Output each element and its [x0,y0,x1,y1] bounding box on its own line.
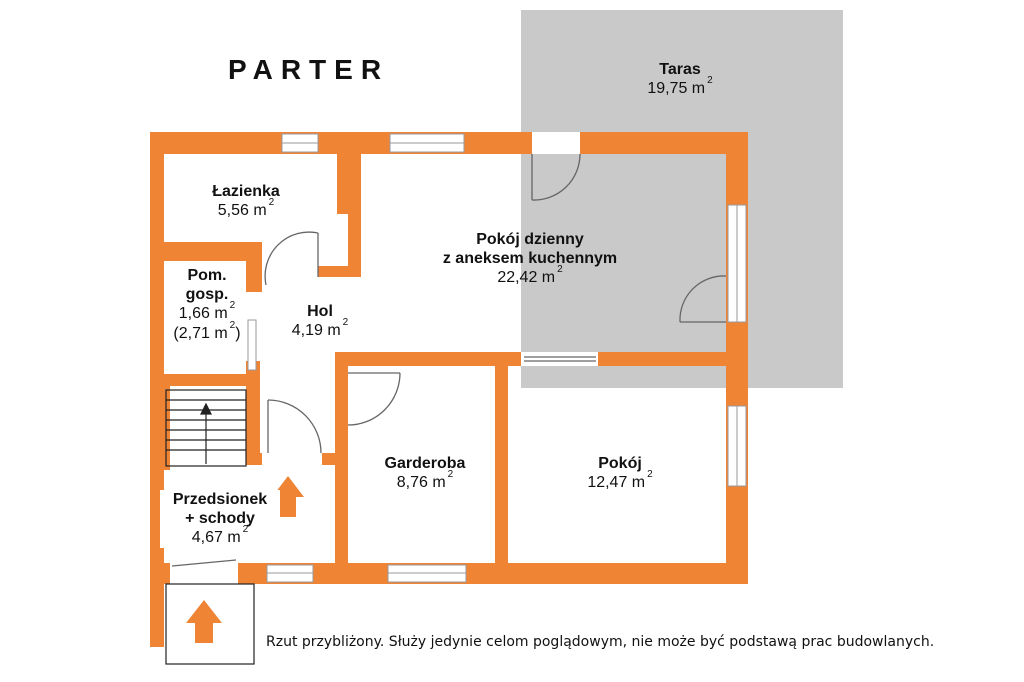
room-name-line1: Przedsionek [172,491,268,508]
room-name-line2: + schody [185,510,255,528]
room-name: Hol [307,303,333,320]
terrace-area [521,10,843,388]
entrance-arrow-icon [186,476,304,643]
room-name-line1: Pom. [187,267,227,284]
room-name: Pokój [598,455,642,472]
doors [171,132,727,567]
room-name-line2: z aneksem kuchennym [442,250,618,268]
room-name-line2: gosp. [185,286,229,304]
floor-title: PARTER [228,54,390,85]
room-name: Garderoba [384,455,466,472]
windows [247,133,747,583]
room-label-pokoj-dzienny: Pokój dzienny z aneksem kuchennym 22,42 … [420,230,640,288]
room-name: Łazienka [212,183,280,200]
entrance-porch [165,583,255,665]
room-name: Taras [659,61,701,78]
room-name-line1: Pokój dzienny [476,231,584,248]
staircase [165,389,247,467]
interior-walls [160,132,726,563]
disclaimer-text: Rzut przybliżony. Służy jedynie celom po… [266,634,935,650]
